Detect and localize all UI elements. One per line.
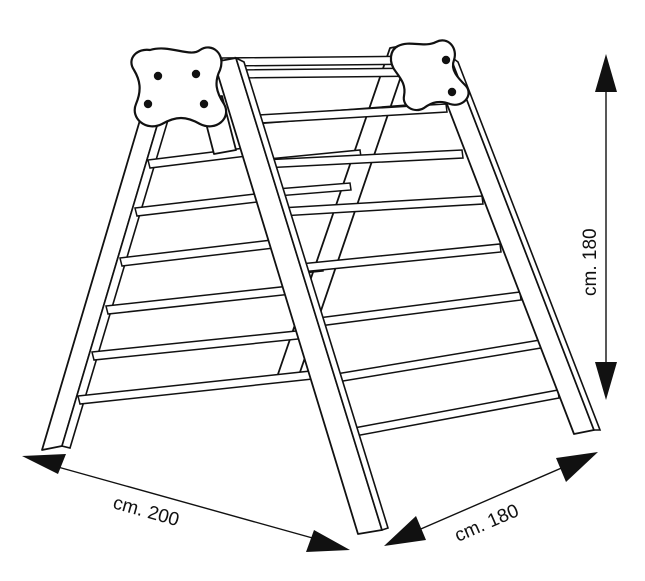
width-dimension: cm. 200 — [22, 454, 350, 552]
height-dimension: cm. 180 — [580, 54, 617, 400]
arrowhead-icon — [595, 362, 617, 400]
bracket-icon — [130, 46, 228, 128]
height-label: cm. 180 — [580, 228, 601, 296]
arrowhead-icon — [306, 530, 350, 552]
front-center-leg-side — [234, 56, 389, 532]
arrowhead-icon — [556, 452, 598, 482]
left-rung — [119, 239, 275, 267]
right-far-leg — [429, 55, 595, 435]
bracket-icon — [389, 39, 470, 112]
depth-label: cm. 180 — [452, 500, 522, 546]
right-bracket — [389, 39, 470, 112]
depth-dimension: cm. 180 — [384, 452, 598, 547]
bolt-icon — [199, 99, 209, 109]
left-rung — [134, 193, 258, 217]
left-rung — [77, 369, 323, 405]
bolt-icon — [441, 55, 451, 65]
right-rung — [353, 389, 560, 437]
right-rung — [279, 195, 484, 217]
right-rung — [317, 291, 522, 327]
arrowhead-icon — [384, 516, 426, 546]
right-rung — [335, 339, 542, 383]
left-rung — [91, 329, 309, 361]
arrowhead-icon — [595, 54, 617, 92]
bolt-icon — [447, 87, 457, 97]
depth-dimension-line — [399, 459, 581, 539]
right-rungs — [221, 55, 560, 437]
right-far-leg-side — [448, 53, 602, 431]
left-bracket — [130, 46, 228, 128]
bolt-icon — [191, 69, 201, 79]
bolt-icon — [143, 99, 153, 109]
right-ladder — [199, 53, 602, 535]
left-rung — [105, 285, 293, 315]
width-dimension-line — [39, 461, 335, 545]
arrowhead-icon — [22, 454, 66, 474]
bolt-icon — [153, 71, 163, 81]
